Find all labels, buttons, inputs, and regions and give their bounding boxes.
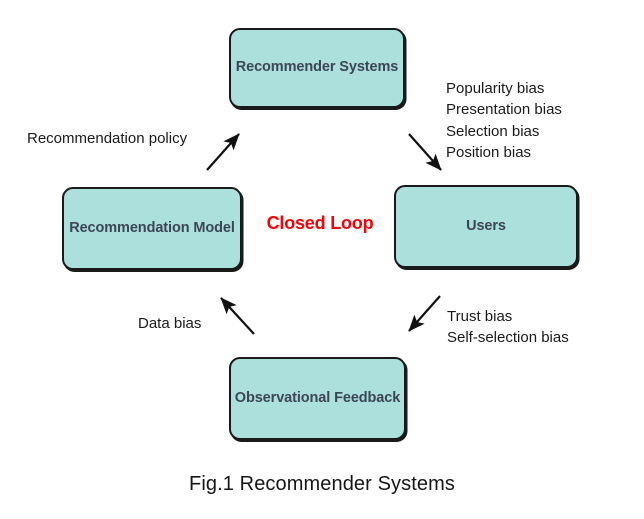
node-recommender-systems[interactable]: Recommender Systems	[229, 28, 405, 108]
node-observational-feedback[interactable]: Observational Feedback	[229, 357, 406, 440]
arrow-observational-feedback-to-recommendation-model	[220, 297, 255, 335]
node-recommender-systems-label: Recommender Systems	[235, 59, 399, 76]
edge-label-observational-feedback-to-recommendation-model: Data bias	[138, 315, 202, 332]
node-observational-feedback-label: Observational Feedback	[234, 389, 401, 406]
edge-label-recommendation-model-to-recommender-systems: Recommendation policy	[27, 130, 188, 147]
node-recommendation-model-label: Recommendation Model	[69, 219, 235, 236]
arrow-recommendation-model-to-recommender-systems	[206, 133, 240, 171]
edge-label-users-to-observational-feedback: Trust bias Self-selection bias	[447, 308, 569, 347]
edge-label-recommender-systems-to-users: Popularity bias Presentation bias Select…	[446, 80, 562, 161]
node-users[interactable]: Users	[394, 185, 578, 268]
arrow-users-to-observational-feedback	[408, 295, 441, 332]
node-users-label: Users	[466, 217, 506, 234]
figure-caption: Fig.1 Recommender Systems	[189, 473, 455, 495]
center-label-closed-loop: Closed Loop	[266, 213, 374, 233]
arrow-recommender-systems-to-users	[408, 133, 442, 171]
node-recommendation-model[interactable]: Recommendation Model	[62, 187, 242, 270]
